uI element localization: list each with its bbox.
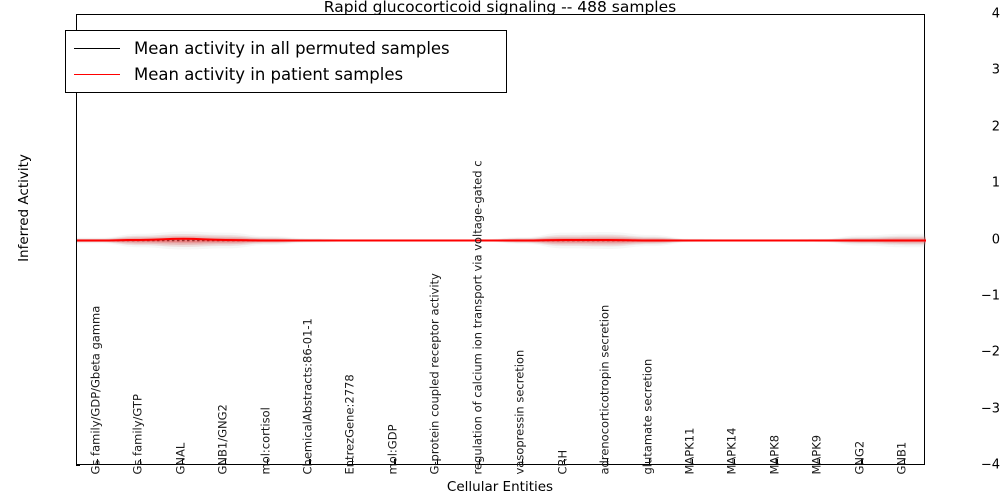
x-tick-label: Gs family/GDP/Gbeta gamma	[88, 305, 103, 475]
y-tick-label: 0	[991, 232, 1000, 247]
x-tick-mark	[521, 459, 523, 465]
y-tick-label: 3	[991, 62, 1000, 78]
x-axis-label: Cellular Entities	[446, 479, 554, 495]
y-tick-label: 1	[991, 175, 1000, 191]
x-tick-label: MAPK9	[809, 434, 824, 475]
y-tick-label: −4	[980, 457, 1000, 473]
x-tick-label: adrenocorticotropin secretion	[597, 304, 612, 475]
x-tick-label: ChemicalAbstracts:86-01-1	[300, 318, 315, 475]
y-tick-label: −3	[980, 401, 1000, 417]
x-tick-mark	[691, 459, 693, 465]
x-tick-label: GNB1/GNG2	[215, 404, 230, 475]
x-tick-label: EntrezGene:2778	[342, 374, 357, 475]
x-tick-label: GNAL	[173, 442, 188, 475]
data-layer	[77, 15, 926, 466]
x-tick-label: vasopressin secretion	[512, 349, 527, 475]
x-tick-mark	[139, 459, 141, 465]
x-tick-mark	[564, 459, 566, 465]
x-tick-mark	[733, 459, 736, 465]
x-tick-label: MAPK8	[767, 434, 782, 475]
x-tick-label: G-protein coupled receptor activity	[427, 273, 442, 475]
series-patient	[77, 234, 926, 247]
x-tick-mark	[351, 459, 354, 465]
x-tick-label: CRH	[555, 449, 570, 475]
y-tick-label: 4	[991, 6, 1000, 22]
legend-line-icon	[74, 73, 120, 75]
x-tick-mark	[182, 459, 184, 465]
x-tick-label: GNG2	[852, 440, 867, 475]
legend-label: Mean activity in patient samples	[134, 64, 404, 84]
x-tick-mark	[267, 459, 269, 465]
x-tick-label: glutamate secretion	[640, 358, 655, 475]
x-tick-mark	[776, 459, 778, 465]
x-tick-mark	[606, 459, 608, 465]
mean-line	[77, 237, 926, 242]
x-tick-label: MAPK14	[724, 427, 739, 475]
y-tick-label: 2	[991, 119, 1000, 135]
x-tick-mark	[309, 459, 311, 465]
x-tick-mark	[224, 459, 226, 465]
y-axis-label: Inferred Activity	[16, 154, 32, 262]
x-tick-mark	[861, 459, 863, 465]
x-tick-label: MAPK11	[682, 427, 697, 475]
x-tick-label: GNB1	[894, 441, 909, 475]
x-tick-label: mol:cortisol	[258, 407, 273, 475]
x-tick-mark	[97, 459, 99, 465]
legend-line-icon	[74, 47, 120, 49]
x-tick-label: regulation of calcium ion transport via …	[470, 160, 485, 475]
legend-label: Mean activity in all permuted samples	[134, 38, 450, 58]
x-tick-mark	[436, 459, 438, 465]
legend-item[interactable]: Mean activity in patient samples	[74, 61, 494, 87]
chart-title: Rapid glucocorticoid signaling -- 488 sa…	[323, 0, 677, 16]
x-tick-mark	[394, 459, 396, 465]
x-tick-label: mol:GDP	[385, 424, 400, 475]
y-tick-label: −2	[980, 344, 1000, 360]
y-tick-mark	[76, 465, 80, 467]
y-tick-label: −1	[980, 288, 1000, 304]
legend-item[interactable]: Mean activity in all permuted samples	[74, 35, 494, 61]
x-tick-mark	[818, 459, 821, 465]
x-tick-mark	[903, 459, 905, 465]
x-tick-mark	[649, 459, 651, 465]
x-tick-label: Gs family/GTP	[130, 394, 145, 475]
x-tick-mark	[479, 459, 481, 465]
